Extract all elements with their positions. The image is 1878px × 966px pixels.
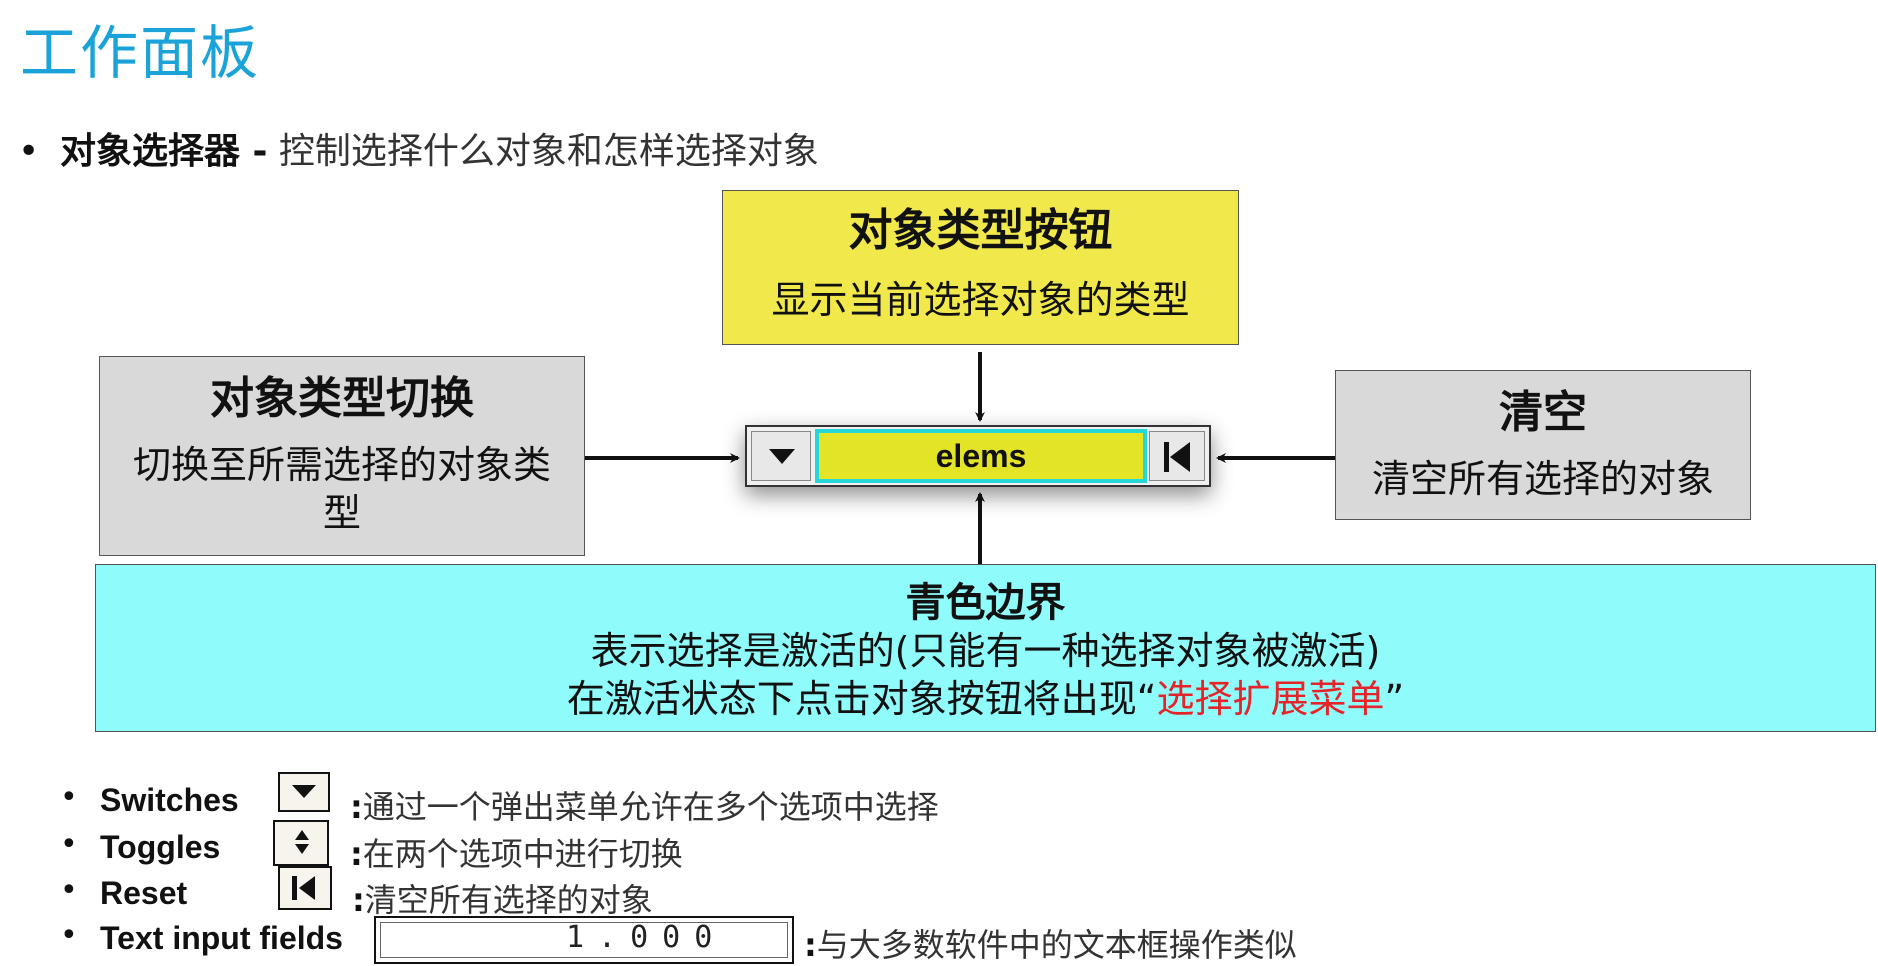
object-selector-description: 控制选择什么对象和怎样选择对象 [267,131,819,172]
callout-description: 清空所有选择的对象 [1371,457,1714,501]
list-item-desc: :在两个选项中进行切换 [350,829,683,875]
line2-suffix: ” [1384,677,1405,721]
colon: : [804,926,817,964]
list-item-desc: :通过一个弹出菜单允许在多个选项中选择 [350,782,939,828]
callout-heading: 清空 [1499,387,1587,438]
line2-prefix: 在激活状态下点击对象按钮将出现“ [566,677,1157,721]
type-button-callout: 对象类型按钮 显示当前选择对象的类型 [722,190,1239,345]
object-selector-label: 对象选择器 - [60,131,268,172]
switches-desc: 通过一个弹出菜单允许在多个选项中选择 [362,788,939,826]
type-switch-callout: 对象类型切换 切换至所需选择的对象类型 [99,356,585,556]
toggle-updown-icon [273,820,329,866]
object-selector-heading: 对象选择器 - 控制选择什么对象和怎样选择对象 [60,130,819,174]
text-input-field[interactable]: 1.000 [374,916,794,964]
chevron-down-icon [769,449,795,464]
text-input-inner [380,922,788,958]
list-bullet: • [60,918,78,953]
callout-line-2: 在激活状态下点击对象按钮将出现“选择扩展菜单” [96,675,1875,723]
selection-extension-menu-text: 选择扩展菜单 [1156,677,1385,721]
switch-dropdown-icon [278,772,330,812]
colon: : [350,788,363,826]
reset-icon [278,866,332,910]
callout-heading: 对象类型切换 [210,373,474,424]
text-input-fields-label: Text input fields [100,920,343,956]
reset-label: Reset [100,875,188,911]
clear-callout: 清空 清空所有选择的对象 [1335,370,1751,520]
list-item-desc: :清空所有选择的对象 [352,875,653,921]
callout-description: 显示当前选择对象的类型 [771,278,1190,322]
colon: : [352,881,365,919]
toggles-label: Toggles [100,829,221,865]
type-switch-button[interactable] [751,431,811,481]
reset-desc: 清空所有选择的对象 [364,881,653,919]
cyan-border-callout: 青色边界 表示选择是激活的(只能有一种选择对象被激活) 在激活状态下点击对象按钮… [95,564,1876,732]
list-bullet: • [60,827,78,862]
list-item-desc: :与大多数软件中的文本框操作类似 [804,920,1297,966]
callout-line-1: 表示选择是激活的(只能有一种选择对象被激活) [590,629,1381,673]
callout-heading: 对象类型按钮 [848,205,1113,256]
page-title: 工作面板 [20,19,261,87]
object-type-button[interactable]: elems [815,429,1147,483]
callout-description: 切换至所需选择的对象类型 [132,443,551,535]
toggles-desc: 在两个选项中进行切换 [362,835,683,873]
switches-label: Switches [100,782,239,818]
colon: : [350,835,363,873]
callout-heading: 青色边界 [905,580,1066,626]
list-bullet: • [60,780,78,815]
text-input-value: 1.000 [566,920,727,955]
text-input-desc: 与大多数软件中的文本框操作类似 [816,926,1297,964]
bullet: • [18,131,40,172]
reset-button[interactable] [1149,431,1205,481]
list-bullet: • [60,873,78,908]
object-selector-widget: elems [745,425,1211,487]
